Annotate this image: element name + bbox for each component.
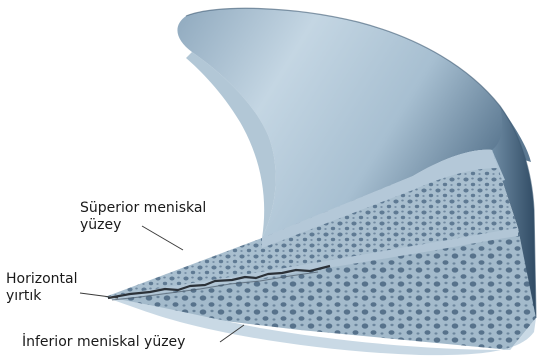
horizontal-label-line1: Horizontal [6,271,77,288]
horizontal-tear-label: Horizontal yırtık [6,271,77,305]
superior-meniscal-surface-label: Süperior meniskal yüzey [80,200,206,234]
superior-label-line1: Süperior meniskal [80,200,206,217]
inferior-meniscal-surface-label: İnferior meniskal yüzey [22,334,185,351]
superior-label-line2: yüzey [80,217,206,234]
horizontal-label-line2: yırtık [6,288,77,305]
